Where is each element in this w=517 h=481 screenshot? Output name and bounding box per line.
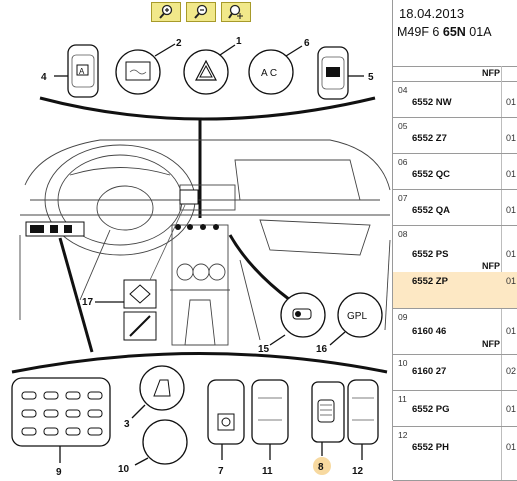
dashboard-outline (19, 139, 391, 346)
zoom-in-icon (159, 4, 173, 19)
part-reference[interactable]: 6160 46 (412, 326, 447, 337)
callout-9: 9 (56, 467, 62, 478)
row-index: 10 (398, 358, 408, 368)
zoom-toolbar (151, 2, 251, 22)
switch-5[interactable] (317, 46, 349, 100)
parts-diagram[interactable]: A 4 2 1 A C 6 5 (0, 0, 392, 480)
callout-8: 8 (318, 462, 324, 473)
callout-5: 5 (368, 72, 374, 83)
callout-8-highlight (313, 457, 331, 475)
part-quantity: 01 (506, 404, 517, 414)
callout-12: 12 (352, 466, 364, 477)
row-index: 11 (398, 394, 407, 404)
part-quantity: 01 (506, 97, 517, 107)
zoom-out-button[interactable] (186, 2, 216, 22)
switch-10[interactable] (142, 419, 188, 465)
row-index: 06 (398, 157, 408, 167)
switch-panel-9[interactable] (11, 377, 111, 447)
row-index: 07 (398, 193, 408, 203)
switch-1[interactable] (183, 49, 229, 95)
callout-7: 7 (218, 466, 224, 477)
switch-8[interactable] (311, 381, 345, 443)
part-reference[interactable]: 6552 PH (412, 442, 449, 453)
table-row[interactable]: 06 6552 QC 01 (393, 153, 517, 190)
zoom-fit-button[interactable] (221, 2, 251, 22)
part-reference[interactable]: 6552 NW (412, 97, 452, 108)
part-reference[interactable]: 6552 ZP (412, 276, 448, 287)
switch-7[interactable] (207, 379, 245, 445)
exploded-view-drawing: A 4 2 1 A C 6 5 (11, 36, 391, 478)
row-index: 08 (398, 229, 408, 239)
nfp-note: NFP (482, 261, 500, 271)
callout-15: 15 (258, 344, 270, 355)
switch-4[interactable]: A (67, 44, 99, 98)
part-reference[interactable]: 6552 QA (412, 205, 451, 216)
row-index: 05 (398, 121, 408, 131)
part-reference[interactable]: 6552 PG (412, 404, 450, 415)
switch-15[interactable] (280, 292, 326, 338)
switch-6-ac[interactable]: A C (248, 49, 294, 95)
part-quantity: 01 (506, 442, 517, 452)
switch-11[interactable] (251, 379, 289, 445)
callout-16: 16 (316, 344, 328, 355)
part-quantity: 01 (506, 249, 517, 259)
part-quantity: 01 (506, 276, 517, 286)
part-quantity: 01 (506, 326, 517, 336)
switch-16-gpl[interactable]: GPL (337, 292, 383, 338)
callout-6: 6 (304, 38, 310, 49)
part-quantity: 01 (506, 133, 517, 143)
callout-17: 17 (82, 297, 94, 308)
callout-10: 10 (118, 464, 130, 475)
callout-11: 11 (262, 466, 273, 477)
callout-4: 4 (41, 72, 47, 83)
zoom-fit-icon (228, 4, 243, 19)
part-reference[interactable]: 6160 27 (412, 366, 447, 377)
svg-text:A: A (79, 67, 85, 76)
table-row[interactable]: 07 6552 QA 01 (393, 189, 517, 226)
table-header: NFP (393, 66, 517, 82)
table-row[interactable]: 12 6552 PH 01 (393, 426, 517, 481)
row-index: 12 (398, 430, 408, 440)
table-row[interactable]: 10 6160 27 02 (393, 354, 517, 391)
row-index: 09 (398, 312, 408, 322)
switch-2[interactable] (115, 49, 161, 95)
nfp-note: NFP (482, 339, 500, 349)
table-row[interactable]: 11 6552 PG 01 (393, 390, 517, 427)
part-reference[interactable]: 6552 QC (412, 169, 451, 180)
part-quantity: 01 (506, 169, 517, 179)
zoom-out-icon (194, 4, 208, 19)
table-row[interactable]: 04 6552 NW 01 (393, 81, 517, 118)
zoom-in-button[interactable] (151, 2, 181, 22)
svg-text:GPL: GPL (347, 311, 367, 322)
callout-1: 1 (236, 36, 242, 47)
switch-12[interactable] (347, 379, 379, 445)
table-row[interactable]: 6552 ZP 01 (393, 272, 517, 309)
switch-3[interactable] (139, 365, 185, 411)
switch-17[interactable] (123, 279, 157, 341)
part-reference[interactable]: 6552 PS (412, 249, 449, 260)
svg-text:A C: A C (261, 68, 277, 79)
doc-reference: M49F 6 65N 01A (397, 25, 492, 39)
callout-3: 3 (124, 419, 130, 430)
table-row[interactable]: 05 6552 Z7 01 (393, 117, 517, 154)
row-index: 04 (398, 85, 408, 95)
part-quantity: 02 (506, 366, 517, 376)
part-reference[interactable]: 6552 Z7 (412, 133, 447, 144)
callout-2: 2 (176, 38, 182, 49)
part-quantity: 01 (506, 205, 517, 215)
doc-date: 18.04.2013 (399, 6, 465, 21)
